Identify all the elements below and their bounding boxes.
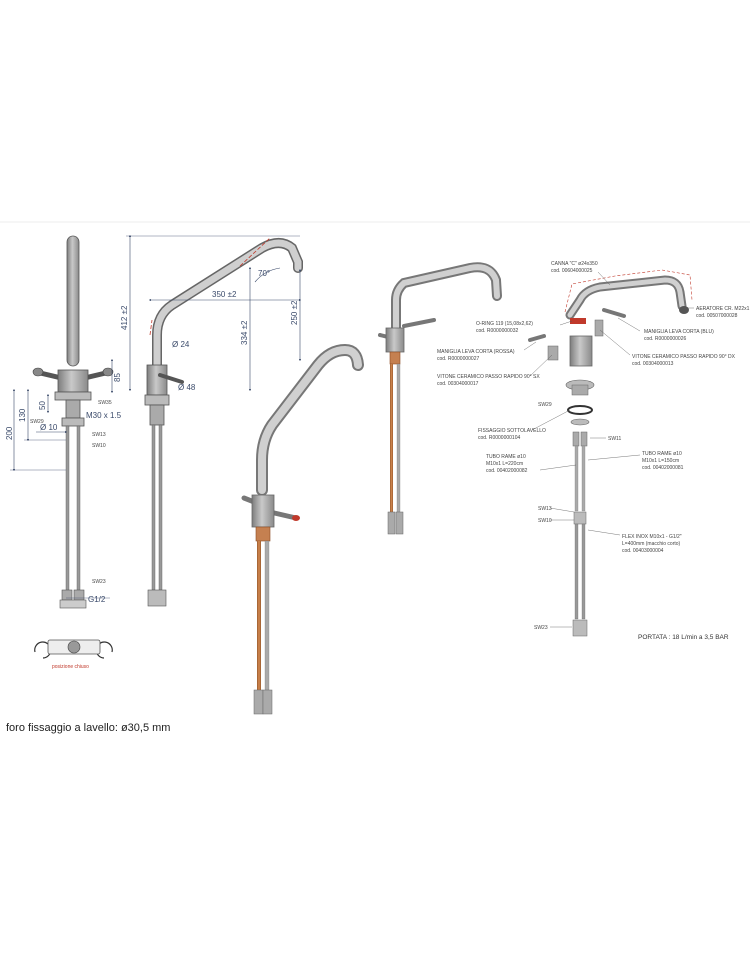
sw23-label-exploded: SW23 — [534, 625, 548, 631]
part-vitone-sx-code: cod. 00304000017 — [437, 381, 479, 387]
dim-130: 130 — [18, 408, 27, 422]
part-tubo-150-sub: M10x1 L=150cm — [642, 458, 679, 464]
faucet-3d-large — [241, 343, 364, 715]
dim-d10: Ø 10 — [40, 423, 58, 432]
part-vitone-dx-name: VITONE CERAMICO PASSO RAPIDO 90° DX — [632, 354, 736, 360]
part-canna-code: cod. 00604000025 — [551, 268, 593, 274]
part-tubo-150-code: cod. 00402000081 — [642, 465, 684, 471]
sw10-label-front: SW10 — [92, 443, 106, 449]
part-vitone-dx-code: cod. 00304000013 — [632, 361, 674, 367]
sw23-label-front: SW23 — [92, 579, 106, 585]
part-flex-code: cod. 00403000004 — [622, 548, 664, 554]
part-tubo-150-name: TUBO RAME ø10 — [642, 451, 682, 457]
part-flex-sub: L=400mm (macchio corto) — [622, 541, 681, 547]
closed-position-symbol: posizione chiuso — [34, 639, 113, 670]
part-aeratore-code: cod. 00507000028 — [696, 313, 738, 319]
dim-85: 85 — [113, 373, 122, 382]
side-view: 412 ±2 350 ±2 334 ±2 250 ±2 70° Ø 24 Ø 4… — [110, 234, 303, 607]
flow-rate-note: PORTATA : 18 L/min a 3,5 BAR — [638, 634, 729, 641]
closed-position-label: posizione chiuso — [52, 664, 89, 670]
part-fissaggio-name: FISSAGGIO SOTTOLAVELLO — [478, 428, 546, 434]
sw11-label: SW11 — [608, 436, 621, 442]
part-oring-name: O-RING 119 (15,08x2,62) — [476, 321, 533, 327]
part-tubo-220-code: cod. 00402000082 — [486, 468, 528, 474]
part-aeratore-name: AERATORE CR. M22x1 — [696, 306, 750, 312]
sw29-label: SW29 — [30, 419, 44, 425]
sw10-label-exploded: SW10 — [538, 518, 552, 524]
sw29-label-exploded: SW29 — [538, 402, 552, 408]
dim-thread-m30: M30 x 1.5 — [86, 411, 122, 420]
front-view: 200 130 50 M30 x 1.5 Ø 10 G1/2 SW35 SW29… — [5, 235, 122, 609]
part-vitone-sx-name: VITONE CERAMICO PASSO RAPIDO 90° SX — [437, 374, 540, 380]
sw13-label-exploded: SW13 — [538, 506, 552, 512]
part-maniglia-blu-name: MANIGLIA LEVA CORTA (BLU) — [644, 329, 714, 335]
dim-350: 350 ±2 — [212, 290, 237, 299]
dim-334: 334 ±2 — [240, 320, 249, 345]
part-tubo-220-sub: M10x1 L=220cm — [486, 461, 523, 467]
dim-angle: 70° — [258, 269, 270, 278]
part-maniglia-blu-code: cod. R0000000026 — [644, 336, 686, 342]
dim-412: 412 ±2 — [120, 305, 129, 330]
part-maniglia-rossa-code: cod. R0000000027 — [437, 356, 479, 362]
exploded-view: CANNA "C" ø24x350 cod. 00604000025 AERAT… — [437, 261, 750, 637]
dim-250: 250 ±2 — [290, 300, 299, 325]
sw35-label: SW35 — [98, 400, 112, 406]
part-tubo-220-name: TUBO RAME ø10 — [486, 454, 526, 460]
sw13-label-front: SW13 — [92, 432, 106, 438]
dim-200: 200 — [5, 426, 14, 440]
dim-d24: Ø 24 — [172, 340, 190, 349]
faucet-3d-small — [378, 262, 502, 535]
sink-hole-note: foro fissaggio a lavello: ø30,5 mm — [6, 722, 171, 734]
dim-d48: Ø 48 — [178, 383, 196, 392]
dim-50: 50 — [38, 401, 47, 410]
part-oring-code: cod. R0000000032 — [476, 328, 518, 334]
dim-thread-g12: G1/2 — [88, 595, 106, 604]
part-maniglia-rossa-name: MANIGLIA LEVA CORTA (ROSSA) — [437, 349, 515, 355]
part-canna-name: CANNA "C" ø24x350 — [551, 261, 598, 267]
part-flex-name: FLEX INOX M10x1 - G1/2" — [622, 534, 682, 540]
part-fissaggio-code: cod. R0000000104 — [478, 435, 520, 441]
